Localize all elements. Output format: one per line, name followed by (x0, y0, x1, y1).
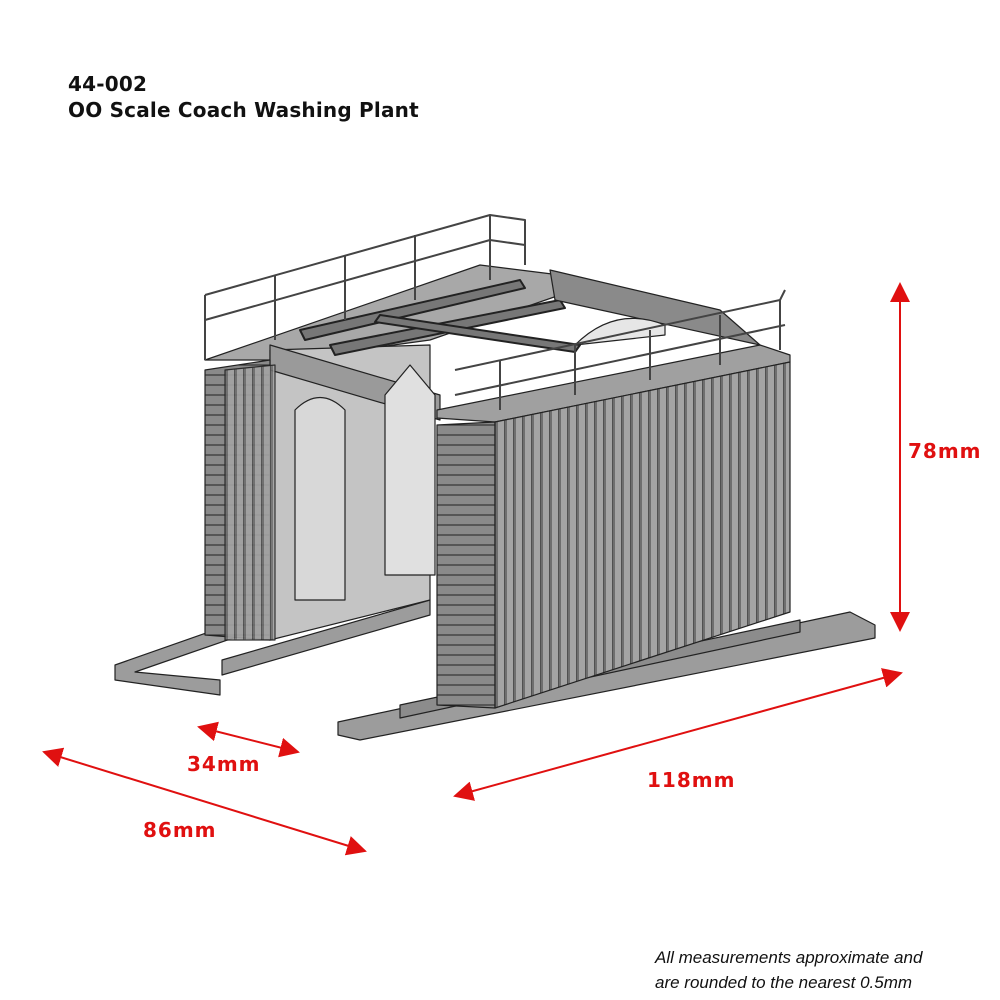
note-line-2: are rounded to the nearest 0.5mm (655, 973, 913, 992)
inner-width-dimension-arrow (197, 721, 300, 758)
product-code: 44-002 (68, 72, 148, 96)
right-top-back (549, 269, 761, 346)
product-name: OO Scale Coach Washing Plant (68, 98, 419, 122)
height-label: 78mm (908, 439, 982, 463)
brush-left (294, 396, 346, 601)
length-dimension-arrow (453, 668, 903, 801)
model (114, 214, 876, 741)
base-rail-inner (221, 599, 431, 676)
length-label: 118mm (647, 768, 736, 792)
left-side-panel (224, 364, 276, 641)
right-corrugated-wall (494, 361, 791, 709)
depth-label: 86mm (143, 818, 217, 842)
note-line-1: All measurements approximate and (655, 948, 923, 967)
depth-dimension-arrow (42, 747, 367, 856)
handrail-left (204, 214, 526, 296)
brush-center (384, 364, 436, 576)
right-ladder-panel (436, 421, 496, 709)
inner-width-label: 34mm (187, 752, 261, 776)
